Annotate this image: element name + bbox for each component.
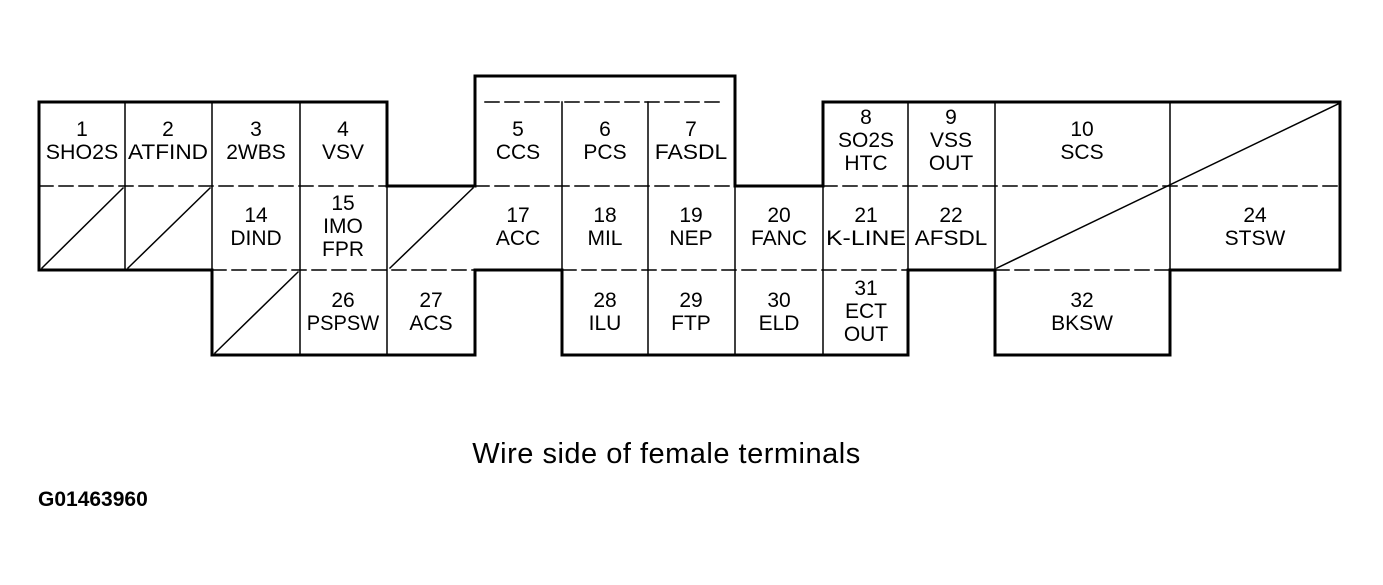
connector-outline: [37, 74, 1342, 357]
terminal-signal-label: DIND: [230, 227, 281, 250]
terminal-number: 15: [331, 192, 354, 215]
terminal-signal-label: SO2S: [838, 129, 894, 152]
terminal-signal-label: FTP: [671, 312, 711, 335]
connector-diagram: 1SHO2S2ATFIND32WBS4VSV5CCS6PCS7FASDL8SO2…: [37, 74, 1342, 357]
terminal-number: 3: [250, 118, 262, 141]
terminal-number: 1: [76, 118, 88, 141]
terminal-number: 24: [1243, 204, 1267, 227]
figure-id: G01463960: [38, 488, 148, 511]
terminal-signal-label: 2WBS: [226, 141, 286, 164]
terminal-signal-label: ECT: [845, 300, 887, 323]
terminal-number: 9: [945, 106, 957, 129]
terminal-number: 4: [337, 118, 349, 141]
terminal-signal-label: OUT: [929, 152, 974, 175]
terminal-signal-label: VSS: [930, 129, 972, 152]
cell-dividers: [124, 101, 1171, 356]
terminal-signal-label: OUT: [844, 323, 889, 346]
terminal-signal-label: FPR: [322, 238, 364, 261]
terminal-number: 21: [854, 204, 877, 227]
terminal-number: 2: [162, 118, 174, 141]
terminal-signal-label: ATFIND: [128, 141, 208, 164]
terminal-signal-label: PCS: [583, 141, 626, 164]
terminal-signal-label: ELD: [759, 312, 800, 335]
terminal-signal-label: CCS: [496, 141, 540, 164]
terminal-signal-label: ACC: [496, 227, 540, 250]
terminal-number: 29: [679, 289, 702, 312]
terminal-signal-label: MIL: [587, 227, 622, 250]
terminal-number: 27: [419, 289, 442, 312]
terminal-signal-label: PSPSW: [307, 312, 380, 335]
terminal-number: 17: [506, 204, 529, 227]
terminal-number: 30: [767, 289, 790, 312]
terminal-number: 19: [679, 204, 702, 227]
diagram-caption: Wire side of female terminals: [472, 438, 861, 470]
terminal-number: 20: [767, 204, 790, 227]
terminal-number: 22: [939, 204, 962, 227]
terminal-number: 31: [854, 277, 877, 300]
terminal-number: 18: [593, 204, 616, 227]
terminal-signal-label: VSV: [322, 141, 364, 164]
terminal-signal-label: FANC: [751, 227, 807, 250]
terminal-21: 21K-LINE: [826, 204, 906, 250]
terminal-signal-label: ACS: [409, 312, 452, 335]
terminal-signal-label: NEP: [669, 227, 712, 250]
terminal-signal-label: IMO: [323, 215, 363, 238]
terminal-number: 10: [1070, 118, 1093, 141]
terminal-number: 5: [512, 118, 524, 141]
terminal-number: 6: [599, 118, 611, 141]
terminal-signal-label: K-LINE: [826, 227, 906, 250]
terminal-number: 14: [244, 204, 268, 227]
row-dividers-dashed: [38, 101, 1341, 271]
terminal-number: 8: [860, 106, 872, 129]
terminal-number: 32: [1070, 289, 1093, 312]
terminal-signal-label: AFSDL: [915, 227, 988, 250]
terminal-signal-label: SCS: [1060, 141, 1103, 164]
terminal-signal-label: FASDL: [655, 141, 728, 164]
terminal-signal-label: HTC: [844, 152, 887, 175]
terminal-signal-label: ILU: [589, 312, 622, 335]
terminal-signal-label: SHO2S: [46, 141, 119, 164]
terminal-signal-label: STSW: [1225, 227, 1286, 250]
terminal-number: 28: [593, 289, 616, 312]
terminal-number: 26: [331, 289, 354, 312]
unused-cavity-marks: [40, 102, 1340, 355]
terminal-number: 7: [685, 118, 697, 141]
terminal-signal-label: BKSW: [1051, 312, 1113, 335]
